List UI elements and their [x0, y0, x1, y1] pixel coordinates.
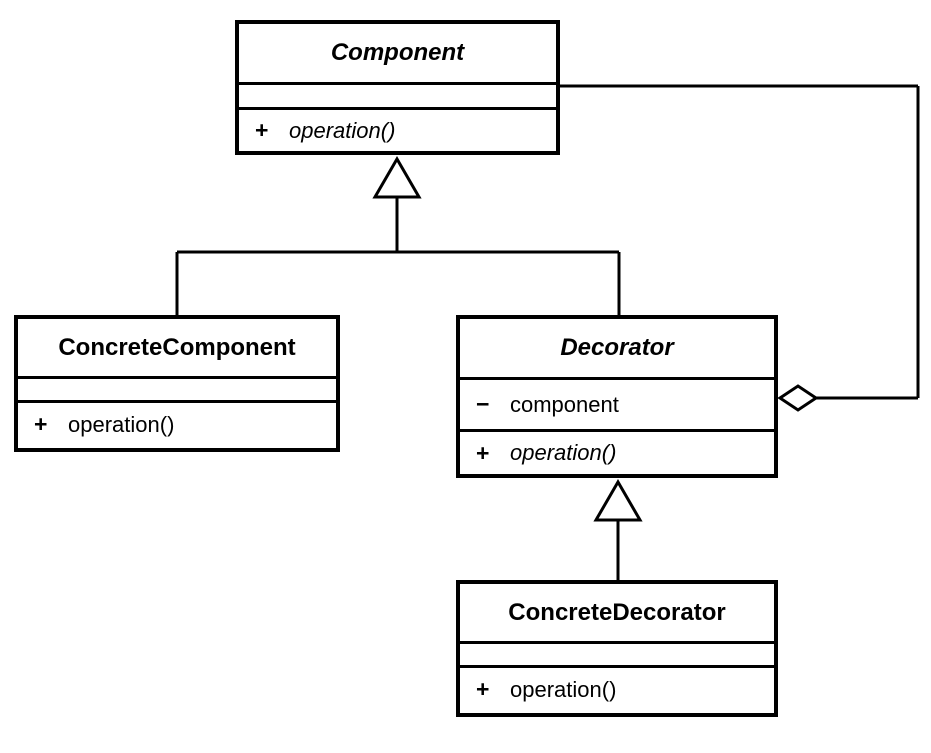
generalization-edge-concrete-decorator — [593, 479, 643, 580]
operations-compartment-decorator: + operation() — [460, 429, 774, 474]
operation-row: + operation() — [460, 677, 774, 703]
attributes-compartment-concrete-component — [18, 376, 336, 400]
class-name-compartment-concrete-decorator: ConcreteDecorator — [460, 584, 774, 641]
visibility-marker: + — [255, 117, 269, 143]
hollow-triangle-icon-component — [372, 156, 422, 199]
aggregation-edge-decorator-component — [560, 84, 920, 412]
attribute-row: − component — [460, 392, 774, 418]
class-name-compartment-component: Component — [239, 24, 556, 82]
class-box-decorator[interactable]: Decorator − component + operation() — [456, 315, 778, 478]
visibility-marker: + — [476, 439, 490, 466]
attribute-label: component — [510, 391, 619, 417]
attributes-compartment-component — [239, 82, 556, 107]
operations-compartment-concrete-decorator: + operation() — [460, 665, 774, 711]
operation-label: operation() — [289, 117, 396, 143]
operations-compartment-component: + operation() — [239, 107, 556, 151]
hollow-triangle-icon-decorator — [593, 479, 643, 522]
operation-label: operation() — [510, 676, 617, 702]
attributes-compartment-decorator: − component — [460, 377, 774, 429]
class-name-decorator: Decorator — [560, 334, 674, 361]
operation-row: + operation() — [460, 440, 774, 466]
generalization-edge-component-subclasses — [175, 156, 621, 316]
visibility-marker: + — [476, 676, 490, 702]
class-box-component[interactable]: Component + operation() — [235, 20, 560, 155]
class-box-concrete-decorator[interactable]: ConcreteDecorator + operation() — [456, 580, 778, 717]
operations-compartment-concrete-component: + operation() — [18, 400, 336, 446]
class-name-component: Component — [330, 39, 465, 66]
attributes-compartment-concrete-decorator — [460, 641, 774, 665]
visibility-marker: + — [34, 411, 48, 437]
class-box-concrete-component[interactable]: ConcreteComponent + operation() — [14, 315, 340, 452]
hollow-diamond-icon-aggregation — [777, 384, 819, 412]
operation-row: + operation() — [18, 412, 336, 438]
visibility-marker: − — [476, 391, 490, 417]
operation-row: + operation() — [239, 118, 556, 144]
operation-label: operation() — [510, 440, 617, 465]
class-name-compartment-decorator: Decorator — [460, 319, 774, 377]
class-name-compartment-concrete-component: ConcreteComponent — [18, 319, 336, 376]
class-name-concrete-decorator: ConcreteDecorator — [508, 598, 726, 626]
operation-label: operation() — [68, 411, 175, 437]
class-name-concrete-component: ConcreteComponent — [58, 333, 296, 361]
